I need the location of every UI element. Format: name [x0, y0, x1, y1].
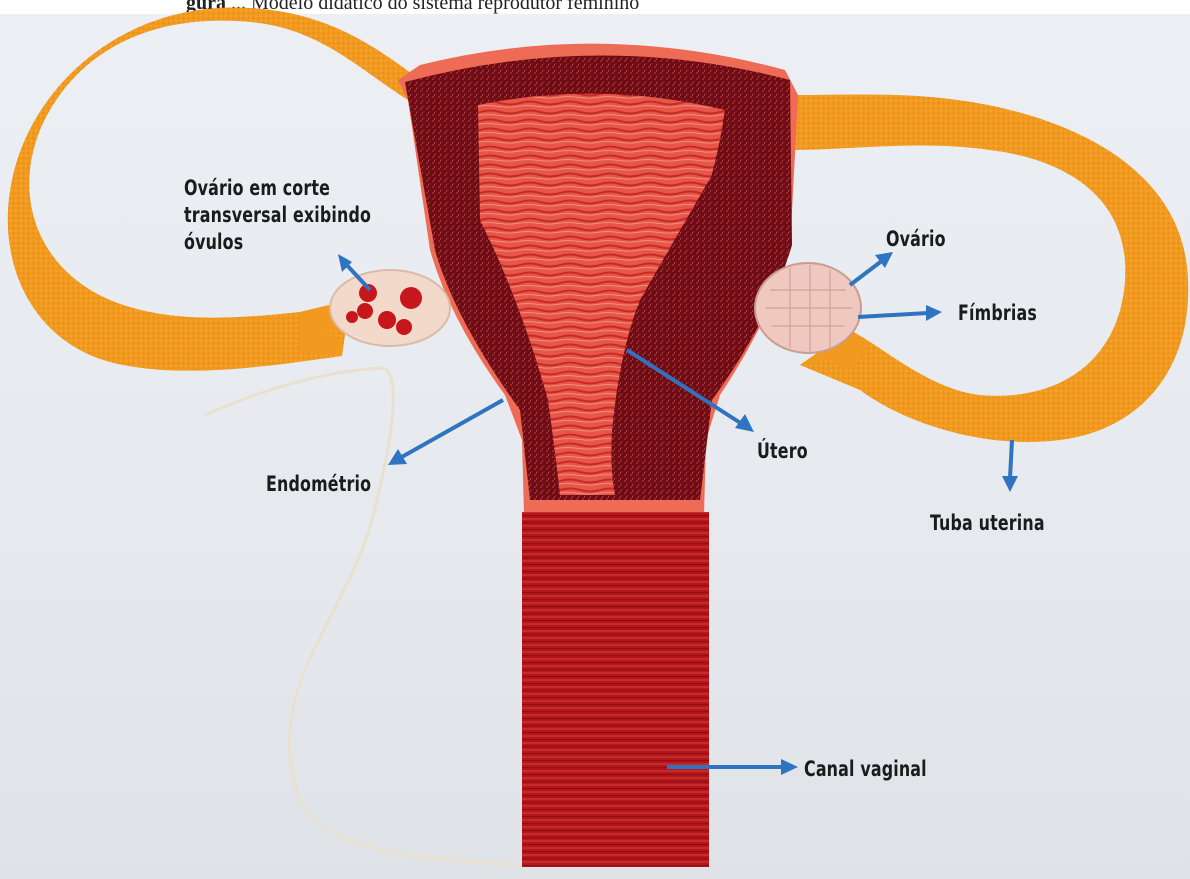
label-tuba-uterina: Tuba uterina [930, 510, 1045, 537]
arrow-ovario [850, 260, 883, 285]
string [205, 368, 520, 865]
arrow-tuba [1010, 440, 1012, 478]
label-ovario-corte-line2: transversal exibindo [184, 202, 371, 229]
label-utero: Útero [757, 438, 808, 465]
label-ovario-corte-line3: óvulos [184, 229, 371, 256]
label-canal-vaginal: Canal vaginal [804, 756, 927, 783]
left-ovary-cross-section [330, 270, 450, 346]
vaginal-canal [522, 512, 709, 867]
label-ovario-corte-line1: Ovário em corte [184, 175, 371, 202]
arrow-fimbrias [858, 313, 928, 317]
right-ovary [755, 263, 861, 353]
right-uterine-tube [790, 94, 1188, 442]
label-fimbrias: Fímbrias [958, 300, 1037, 327]
label-ovario-corte: Ovário em corte transversal exibindo óvu… [184, 175, 371, 256]
label-endometrio: Endométrio [266, 471, 371, 498]
arrow-endometrio [400, 400, 503, 458]
label-ovario: Ovário [886, 226, 946, 253]
